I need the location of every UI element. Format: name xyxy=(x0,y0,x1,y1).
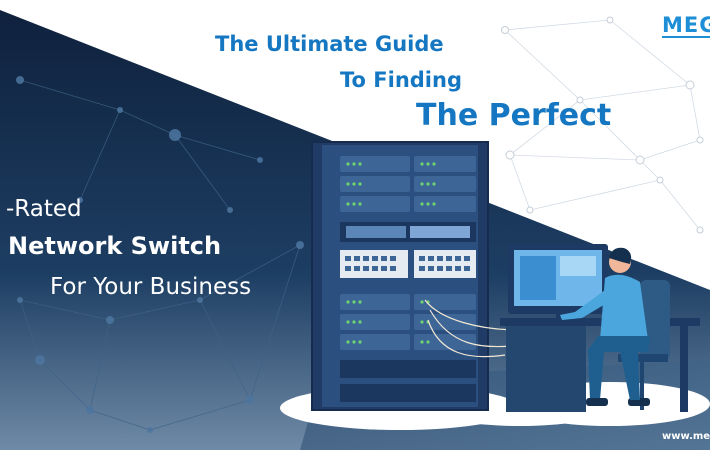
headline-line-3: The Perfect xyxy=(416,98,612,133)
headline-line-4: -Rated xyxy=(6,196,82,222)
headline-line-1: The Ultimate Guide xyxy=(215,32,444,56)
brand-logo[interactable]: MEG xyxy=(662,14,710,38)
headline-line-5: Network Switch xyxy=(8,232,222,260)
network-pattern-dark xyxy=(19,79,301,431)
network-nodes-light xyxy=(501,16,704,234)
website-url[interactable]: www.me xyxy=(662,431,710,442)
server-rack xyxy=(311,141,489,411)
headline-line-2: To Finding xyxy=(340,68,462,92)
person-illustration xyxy=(560,247,670,410)
workstation xyxy=(500,244,700,412)
network-pattern-light xyxy=(504,19,701,231)
network-nodes-dark xyxy=(16,76,304,433)
headline-line-6: For Your Business xyxy=(50,274,252,300)
